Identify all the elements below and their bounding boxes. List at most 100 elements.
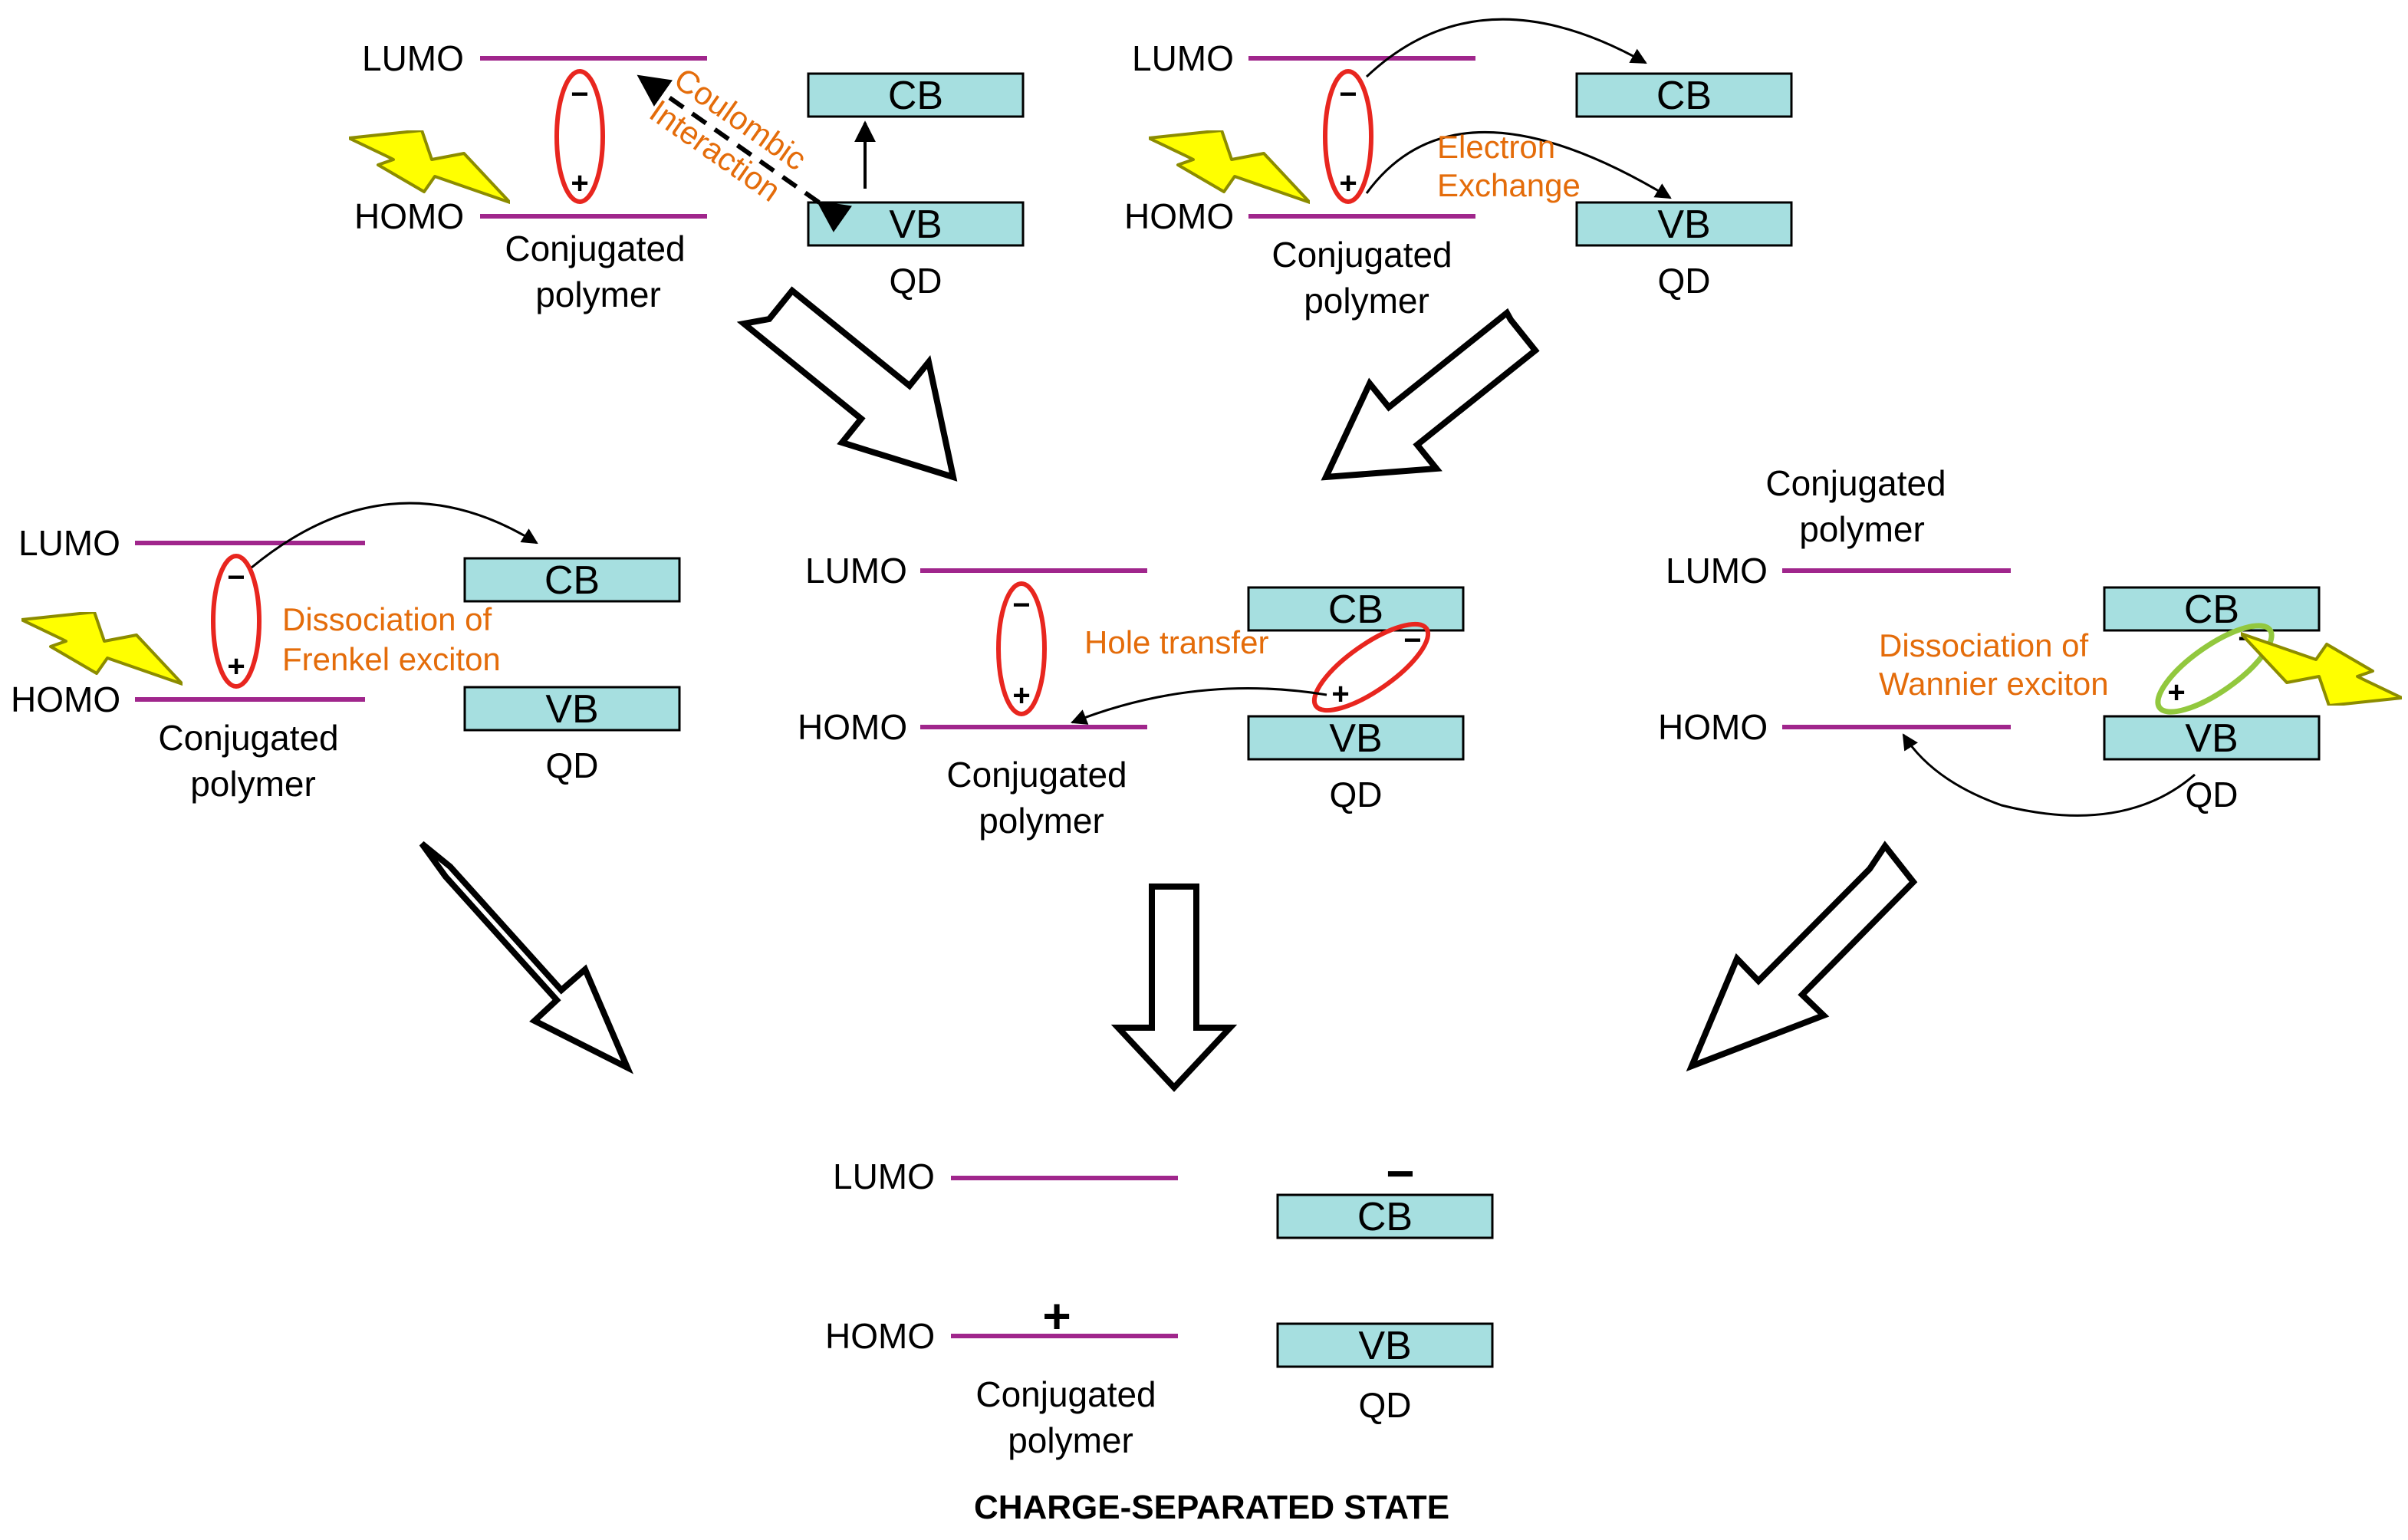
minus-sign: − [227, 561, 245, 594]
homo-label: HOMO [798, 707, 907, 747]
homo-label: HOMO [1658, 707, 1768, 747]
curved-arrow-icon [1365, 18, 1647, 78]
plus-sign: + [1012, 679, 1030, 712]
qd-label: QD [1330, 775, 1383, 814]
block-arrow-icon [1321, 308, 1540, 481]
polymer-label-line1: Conjugated [1271, 235, 1452, 275]
vb-label: VB [545, 687, 598, 732]
qd-label: QD [890, 261, 942, 301]
panel-electron-exchange: LUMO HOMO − + Conjugated polymer CB VB Q… [1124, 18, 1793, 321]
block-arrow-icon [736, 286, 958, 482]
panel-coulombic-interaction: LUMO HOMO − + Conjugated polymer CB VB Q… [349, 38, 1025, 314]
qd-label: QD [1658, 261, 1711, 301]
vb-label: VB [1329, 716, 1382, 761]
polymer-label-line1: Conjugated [946, 755, 1127, 795]
minus-sign: − [571, 77, 588, 111]
qd-label: QD [2186, 775, 2239, 814]
homo-label: HOMO [825, 1316, 935, 1356]
lightning-bolt-icon [349, 130, 510, 204]
homo-label: HOMO [11, 680, 120, 719]
minus-sign: − [1012, 588, 1030, 622]
vb-label: VB [1358, 1324, 1411, 1368]
block-arrow-icon [1686, 841, 1918, 1072]
plus-sign: + [1331, 677, 1349, 711]
electron-label-line1: Electron [1437, 129, 1555, 165]
wannier-label-line1: Dissociation of [1879, 627, 2088, 663]
polymer-label-line2: polymer [1304, 281, 1429, 321]
lightning-bolt-icon [2241, 632, 2402, 706]
plus-sign: + [227, 650, 245, 683]
lumo-label: LUMO [833, 1157, 935, 1196]
homo-label: HOMO [1124, 196, 1234, 236]
vb-label: VB [889, 202, 942, 247]
cb-band [1575, 72, 1793, 118]
vb-label: VB [1657, 202, 1710, 247]
lumo-label: LUMO [805, 551, 907, 591]
cb-label: CB [1357, 1195, 1413, 1239]
lightning-bolt-icon [21, 612, 183, 686]
polymer-label-line2: polymer [1799, 509, 1925, 549]
cb-label: CB [1328, 587, 1383, 632]
cb-band [1276, 1193, 1494, 1239]
qd-label: QD [1359, 1385, 1412, 1425]
cb-label: CB [544, 558, 600, 603]
polymer-label-line2: polymer [979, 801, 1104, 841]
electron-minus-sign: − [1386, 1146, 1414, 1201]
curved-arrow-icon [1071, 686, 1327, 725]
panel-hole-transfer: LUMO HOMO − + Conjugated polymer CB VB Q… [798, 551, 1465, 841]
exciton-ellipse [1311, 621, 1431, 713]
qd-label: QD [546, 745, 599, 785]
polymer-label-line1: Conjugated [505, 229, 685, 268]
hole-transfer-label: Hole transfer [1084, 624, 1268, 660]
vb-band [2103, 715, 2321, 761]
exciton-ellipse [554, 69, 605, 204]
lumo-label: LUMO [362, 38, 464, 78]
minus-sign: − [1339, 77, 1357, 111]
homo-label: HOMO [354, 196, 464, 236]
curved-arrow-icon [1902, 733, 2196, 817]
charge-separated-title: CHARGE-SEPARATED STATE [974, 1489, 1449, 1526]
vb-band [1575, 201, 1793, 247]
lumo-label: LUMO [18, 523, 120, 563]
curved-arrow-icon [1365, 131, 1672, 199]
lumo-label: LUMO [1132, 38, 1234, 78]
frenkel-label-line2: Frenkel exciton [282, 641, 501, 677]
polymer-label-line1: Conjugated [1765, 463, 1946, 503]
block-arrow-icon [419, 841, 634, 1074]
coulombic-dashed-arrow [637, 74, 853, 232]
plus-sign: + [1339, 166, 1357, 200]
cb-label: CB [2184, 587, 2239, 632]
exciton-ellipse [211, 554, 262, 689]
panel-wannier-dissociation: Conjugated polymer LUMO HOMO CB VB QD − … [1658, 463, 2402, 817]
polymer-label-line2: polymer [190, 764, 316, 804]
lumo-label: LUMO [1666, 551, 1768, 591]
electron-label-line2: Exchange [1437, 167, 1581, 203]
exciton-ellipse [1323, 69, 1373, 204]
polymer-label-line2: polymer [1008, 1420, 1133, 1460]
polymer-label-line1: Conjugated [975, 1374, 1156, 1414]
panel-frenkel-dissociation: LUMO HOMO − + Conjugated polymer CB VB Q… [11, 502, 681, 804]
cb-band [2103, 586, 2321, 632]
vb-band [463, 686, 681, 732]
plus-sign: + [571, 166, 588, 200]
plus-sign: + [2167, 676, 2185, 709]
exciton-ellipse [996, 581, 1047, 716]
wannier-label-line2: Wannier exciton [1879, 666, 2109, 702]
hole-plus-sign: + [1042, 1288, 1071, 1344]
vb-band [1276, 1322, 1494, 1368]
cb-band [463, 557, 681, 603]
wannier-exciton-ellipse [2155, 623, 2275, 715]
block-arrow-icon [1110, 884, 1238, 1092]
panel-charge-separated-state: LUMO HOMO + Conjugated polymer − CB VB Q… [825, 1146, 1494, 1526]
cb-label: CB [1656, 74, 1712, 118]
lightning-bolt-icon [1149, 130, 1310, 204]
frenkel-label-line1: Dissociation of [282, 601, 492, 637]
polymer-label-line1: Conjugated [158, 718, 338, 758]
curved-arrow-icon [251, 502, 538, 569]
vb-label: VB [2185, 716, 2238, 761]
cb-band [1247, 586, 1465, 632]
polymer-label-line2: polymer [535, 275, 661, 314]
minus-sign: − [1403, 624, 1421, 657]
vb-band [1247, 715, 1465, 761]
